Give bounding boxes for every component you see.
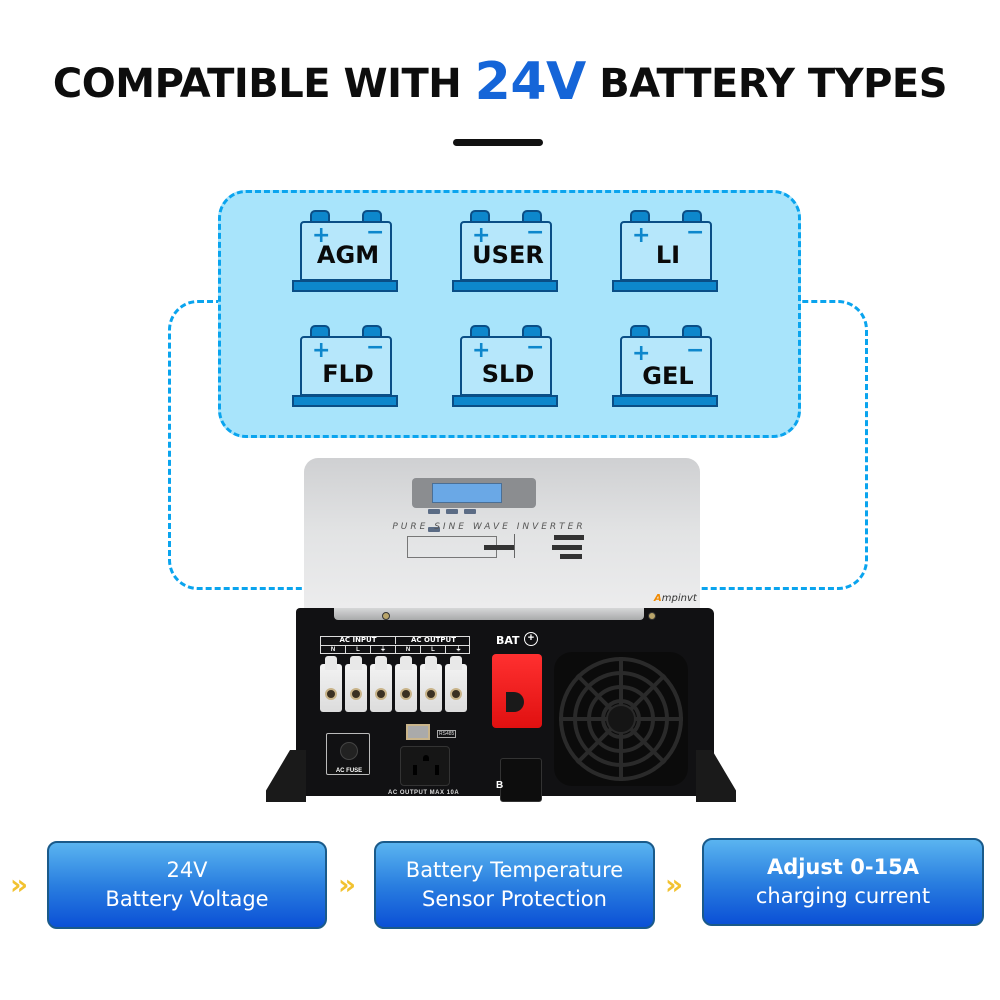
battery-type-label: FLD xyxy=(322,360,374,388)
title-accent-voltage: 24V xyxy=(474,52,587,112)
battery-negative-terminal-cover xyxy=(500,758,542,802)
inverter-front-panel: AC INPUT AC OUTPUT N L ⏚ N L ⏚ AC FUSE R… xyxy=(296,608,714,802)
plus-circle-icon: + xyxy=(524,632,538,646)
battery-base xyxy=(452,395,558,407)
lcd-buttons xyxy=(428,501,498,532)
minus-icon: − xyxy=(526,335,545,360)
plus-icon: + xyxy=(312,338,331,363)
battery-icon: + − LI xyxy=(620,221,712,281)
ac-terminal xyxy=(320,656,342,712)
feature-battery-voltage: 24V Battery Voltage xyxy=(47,841,327,929)
feature-line1: Adjust 0-15A xyxy=(766,855,920,879)
front-trim xyxy=(334,608,644,620)
ac-terminal xyxy=(445,656,467,712)
bat-negative-label: B xyxy=(496,780,504,791)
title-suffix: BATTERY TYPES xyxy=(585,61,948,107)
terminal-col-label: L xyxy=(421,646,446,654)
fuse-knob xyxy=(340,742,358,760)
terminal-col-label: L xyxy=(346,646,371,654)
battery-icon: + − GEL xyxy=(620,336,712,396)
mounting-foot-left xyxy=(266,750,306,802)
rs485-port xyxy=(406,724,430,740)
feature-temperature-sensor: Battery Temperature Sensor Protection xyxy=(374,841,655,929)
battery-type-label: LI xyxy=(655,241,681,269)
label-divider xyxy=(514,534,515,558)
feature-line1: Battery Temperature xyxy=(405,858,624,882)
battery-type-gel: + − GEL xyxy=(612,315,732,407)
minus-icon: − xyxy=(366,335,385,360)
battery-type-label: USER xyxy=(472,241,544,269)
feature-charging-current: Adjust 0-15A charging current xyxy=(702,838,984,926)
minus-icon: − xyxy=(526,220,545,245)
fan-icon xyxy=(559,657,683,781)
ac-output-max-label: AC OUTPUT MAX 10A xyxy=(388,790,460,796)
mounting-foot-right xyxy=(696,750,736,802)
battery-type-user: + − USER xyxy=(452,200,572,292)
inverter-product-image: PURE SINE WAVE INVERTER Ampinvt AC INPUT… xyxy=(266,458,736,810)
title-underline xyxy=(453,139,543,146)
battery-base xyxy=(612,280,718,292)
ac-output-label: AC OUTPUT xyxy=(411,636,456,644)
plus-icon: + xyxy=(632,341,651,366)
plus-icon: + xyxy=(632,223,651,248)
ac-terminal-label: AC INPUT AC OUTPUT N L ⏚ N L ⏚ xyxy=(320,636,470,654)
terminal-col-label: N xyxy=(321,646,346,654)
minus-icon: − xyxy=(686,338,705,363)
feature-line2: Sensor Protection xyxy=(422,887,607,911)
ac-terminal xyxy=(395,656,417,712)
ac-outlet xyxy=(400,746,450,786)
title-prefix: COMPATIBLE WITH xyxy=(52,61,475,107)
brand-logo: Ampinvt xyxy=(654,593,697,604)
terminal-col-label: ⏚ xyxy=(455,647,462,653)
flow-box-ac xyxy=(554,535,584,540)
battery-type-agm: + − AGM xyxy=(292,200,412,292)
chevron-right-icon: » xyxy=(10,868,28,901)
feature-line2: Battery Voltage xyxy=(105,887,269,911)
ac-terminal xyxy=(370,656,392,712)
chevron-right-icon: » xyxy=(338,868,356,901)
battery-icon: + − SLD xyxy=(460,336,552,396)
battery-base xyxy=(292,395,398,407)
minus-icon: − xyxy=(686,220,705,245)
terminal-col-label: ⏚ xyxy=(371,646,396,654)
lcd-display xyxy=(432,483,502,503)
cooling-fan-grille xyxy=(554,652,688,786)
feature-line1: 24V xyxy=(166,858,208,882)
plus-icon: + xyxy=(472,223,491,248)
battery-type-label: SLD xyxy=(481,360,535,388)
screw xyxy=(648,612,656,620)
ac-input-label: AC INPUT xyxy=(321,636,396,644)
battery-type-li: + − LI xyxy=(612,200,732,292)
battery-base xyxy=(292,280,398,292)
battery-icon: + − AGM xyxy=(300,221,392,281)
battery-icon: + − FLD xyxy=(300,336,392,396)
minus-icon: − xyxy=(366,220,385,245)
feature-line2: charging current xyxy=(755,884,931,908)
battery-positive-terminal-cover xyxy=(492,654,542,728)
screw xyxy=(382,612,390,620)
terminal-col-label: N xyxy=(396,646,421,654)
plus-icon: + xyxy=(312,223,331,248)
ac-terminal xyxy=(420,656,442,712)
page-title: COMPATIBLE WITH 24V BATTERY TYPES xyxy=(0,52,1000,114)
ac-fuse: AC FUSE xyxy=(326,733,370,775)
rs485-label: RS485 xyxy=(437,730,457,738)
battery-type-fld: + − FLD xyxy=(292,315,412,407)
battery-type-sld: + − SLD xyxy=(452,315,572,407)
chevron-right-icon: » xyxy=(665,868,683,901)
battery-type-label: GEL xyxy=(642,362,694,390)
battery-base xyxy=(612,395,718,407)
inverter-title: PURE SINE WAVE INVERTER xyxy=(392,522,586,532)
plus-icon: + xyxy=(472,338,491,363)
flow-box-load xyxy=(560,554,582,559)
battery-icon: + − USER xyxy=(460,221,552,281)
flow-box-battery xyxy=(484,545,514,550)
bat-positive-label: BAT xyxy=(496,634,520,647)
flow-box-inverter xyxy=(552,545,582,550)
ac-terminal xyxy=(345,656,367,712)
battery-base xyxy=(452,280,558,292)
ac-fuse-label: AC FUSE xyxy=(329,768,369,774)
inverter-top-panel: PURE SINE WAVE INVERTER Ampinvt xyxy=(304,458,700,623)
battery-type-label: AGM xyxy=(316,241,380,269)
